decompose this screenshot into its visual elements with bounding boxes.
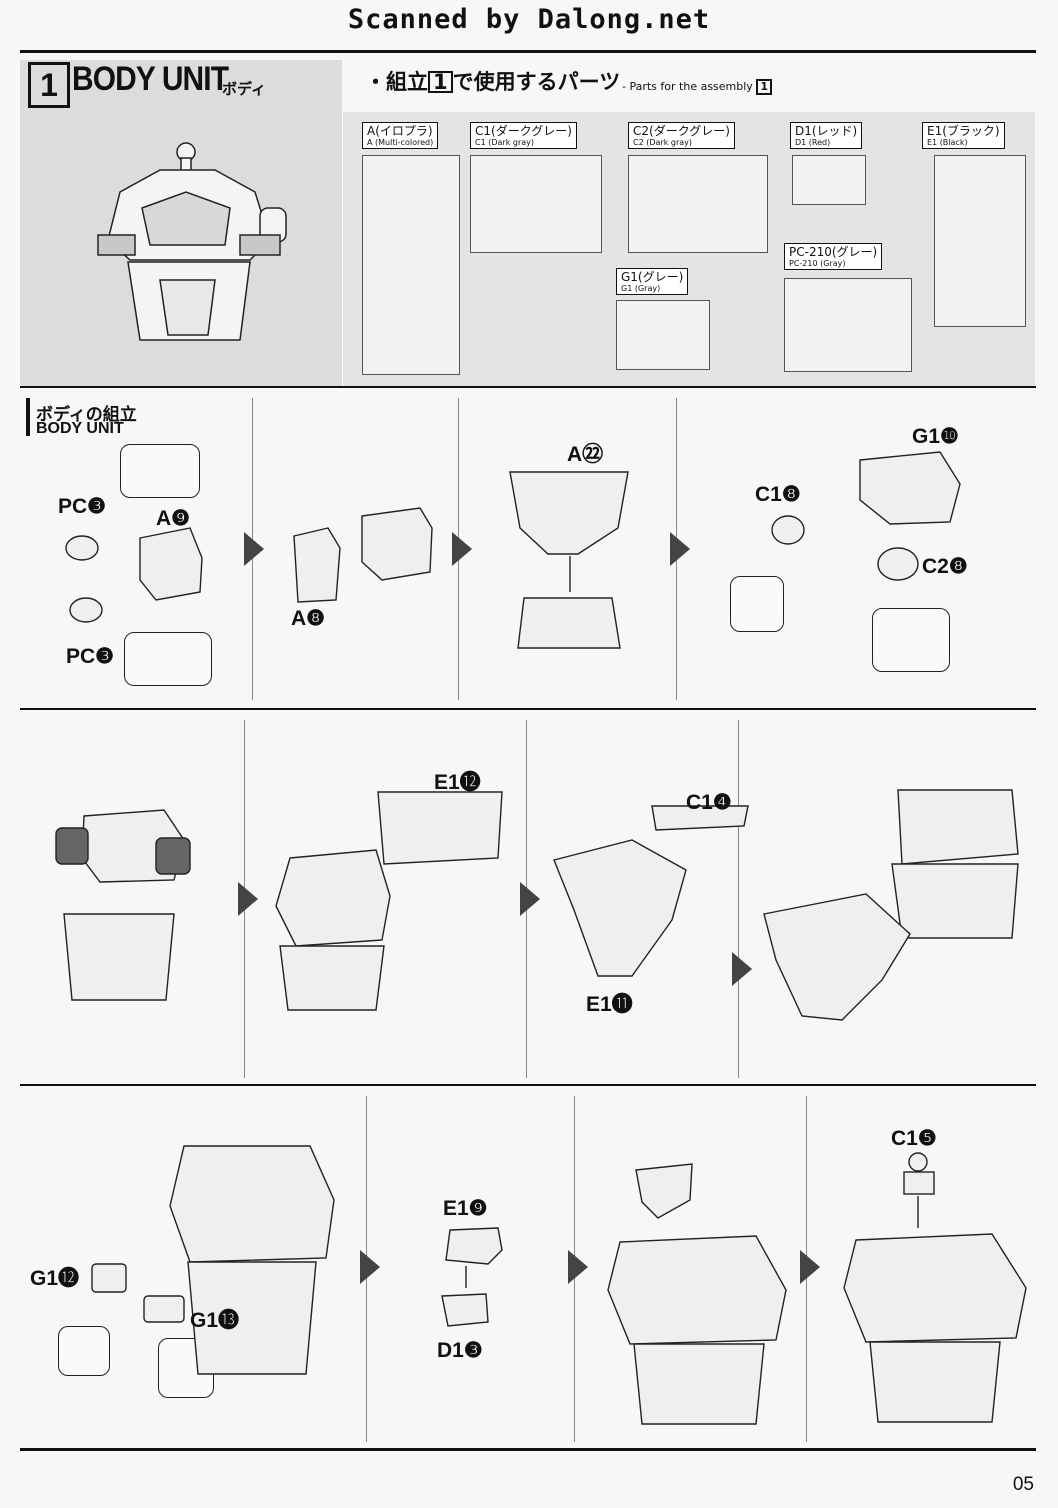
step1-parts-illustration: [65, 527, 203, 623]
subassembly-title-jp: ボディの組立: [36, 405, 137, 425]
step-arrow: [568, 1250, 588, 1284]
detail-bubble: [58, 1326, 110, 1376]
runner-d1-jp: D1(レッド): [795, 124, 858, 138]
runner-g1-en: G1 (Gray): [621, 284, 661, 293]
label-a9: A❾: [156, 507, 190, 530]
step3-parts-illustration: [509, 471, 629, 649]
runner-c1: [470, 155, 602, 253]
runner-g1: [616, 300, 710, 370]
parts-header-suffix: で使用するパーツ: [452, 70, 621, 94]
label-g112: G1⓬: [30, 1267, 80, 1290]
step-arrow: [520, 882, 540, 916]
step9-illustration: [91, 1145, 335, 1375]
parts-header-en-box: 1: [756, 79, 772, 95]
runner-g1-jp: G1(グレー): [621, 270, 684, 284]
body-unit-illustration: [97, 142, 287, 341]
step-arrow: [244, 532, 264, 566]
step2-parts-illustration: [293, 507, 433, 603]
label-e111: E1⓫: [586, 993, 633, 1016]
runner-a-en: A (Multi-colored): [367, 138, 434, 147]
runner-pc210: [784, 278, 912, 372]
label-a8: A❽: [291, 607, 325, 630]
runner-pc210-en: PC-210 (Gray): [789, 259, 846, 268]
subassembly-title-en: BODY UNIT: [36, 420, 124, 437]
label-e19: E1❾: [443, 1197, 488, 1220]
section-title-jp: ボディ: [222, 80, 266, 98]
label-pc3-top: PC❸: [58, 495, 106, 518]
step11-illustration: [607, 1163, 787, 1425]
detail-bubble: [120, 444, 200, 498]
row2-divider-3: [738, 720, 739, 1078]
parts-header-prefix: ・組立: [365, 70, 428, 94]
label-e112: E1⓬: [434, 771, 481, 794]
parts-header-en: - Parts for the assembly 1: [622, 79, 772, 95]
step-arrow: [670, 532, 690, 566]
label-a22: A㉒: [567, 443, 604, 466]
step12-illustration: [843, 1152, 1027, 1423]
label-c14: C1❹: [686, 791, 732, 814]
detail-bubble: [730, 576, 784, 632]
runner-label-pc210: PC-210(グレー)PC-210 (Gray): [784, 243, 883, 270]
subassembly-marker: [26, 398, 30, 436]
runner-label-a: A(イロプラ)A (Multi-colored): [362, 122, 439, 149]
section-title: BODY UNIT: [72, 60, 229, 98]
label-c28: C2❽: [922, 555, 968, 578]
runner-e1-jp: E1(ブラック): [927, 124, 1000, 138]
step6-illustration: [275, 791, 503, 1011]
label-pc3-bottom: PC❸: [66, 645, 114, 668]
row-rule: [20, 1084, 1036, 1086]
top-rule: [20, 50, 1036, 53]
label-c15: C1❺: [891, 1127, 937, 1150]
runner-label-c1: C1(ダークグレー)C1 (Dark gray): [470, 122, 577, 149]
parts-header-box: 1: [428, 71, 453, 93]
runner-label-e1: E1(ブラック)E1 (Black): [922, 122, 1005, 149]
row-rule: [20, 708, 1036, 710]
runner-c2-jp: C2(ダークグレー): [633, 124, 730, 138]
runner-a-jp: A(イロプラ): [367, 124, 433, 138]
step-arrow: [360, 1250, 380, 1284]
runner-e1-en: E1 (Black): [927, 138, 968, 147]
step-arrow: [238, 882, 258, 916]
runner-a: [362, 155, 460, 375]
label-g113: G1⓭: [190, 1309, 240, 1332]
step4-parts-illustration: [771, 451, 961, 581]
watermark-text: Scanned by Dalong.net: [347, 4, 711, 35]
step-arrow: [732, 952, 752, 986]
page-number: 05: [1012, 1474, 1034, 1495]
runner-c2: [628, 155, 768, 253]
step7-illustration: [553, 805, 749, 977]
step5-illustration: [55, 809, 191, 1001]
label-d13: D1❸: [437, 1339, 483, 1362]
bottom-rule: [20, 1448, 1036, 1451]
label-g110: G1❿: [912, 425, 959, 448]
runner-label-d1: D1(レッド)D1 (Red): [790, 122, 863, 149]
runner-label-g1: G1(グレー)G1 (Gray): [616, 268, 689, 295]
runner-c1-en: C1 (Dark gray): [475, 138, 534, 147]
detail-bubble: [124, 632, 212, 686]
runner-c1-jp: C1(ダークグレー): [475, 124, 572, 138]
step-arrow: [800, 1250, 820, 1284]
label-c18: C1❽: [755, 483, 801, 506]
parts-header-en-prefix: - Parts for the assembly: [622, 80, 753, 93]
runner-e1: [934, 155, 1026, 327]
runner-pc210-jp: PC-210(グレー): [789, 245, 878, 259]
runner-c2-en: C2 (Dark gray): [633, 138, 692, 147]
runner-label-c2: C2(ダークグレー)C2 (Dark gray): [628, 122, 735, 149]
step10-illustration: [441, 1227, 503, 1327]
detail-bubble: [872, 608, 950, 672]
section-number: 1: [28, 62, 70, 108]
runner-d1: [792, 155, 866, 205]
step8-illustration: [763, 789, 1019, 1021]
step-arrow: [452, 532, 472, 566]
runner-d1-en: D1 (Red): [795, 138, 831, 147]
section-rule: [20, 386, 1036, 388]
